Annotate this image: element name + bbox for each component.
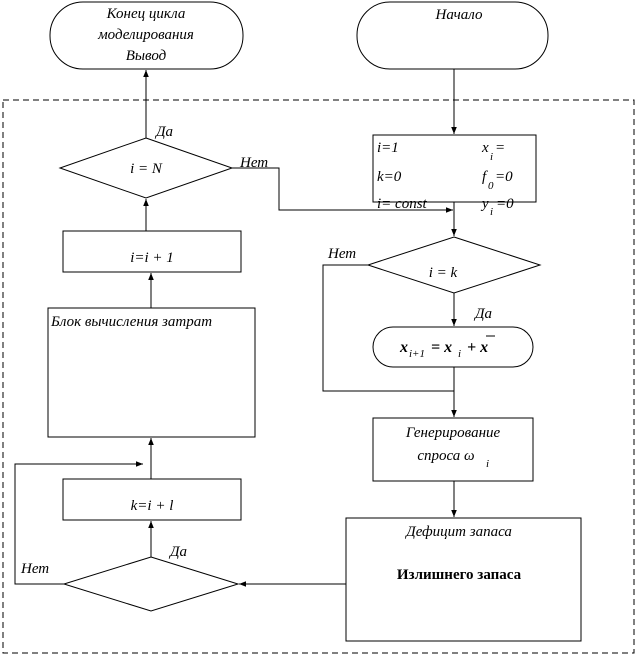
demand-line-2: спроса ω (417, 448, 474, 464)
end-terminal-line-1: Конец цикла (106, 6, 186, 22)
formula-block: x i+1 = x i + x (372, 326, 534, 368)
surplus-label: Излишнего запаса (397, 567, 522, 583)
end-terminal-line-3: Вывод (126, 48, 167, 64)
decision-i-eq-N-label: i = N (130, 161, 163, 177)
label-no-N: Нет (239, 155, 268, 171)
loop-boundary (2, 99, 635, 654)
formula-lhs: x (399, 339, 408, 356)
init-f-val: =0 (495, 169, 513, 185)
line-k-no-bypass (322, 264, 454, 392)
end-terminal: Конец цикла моделирования Вывод (49, 1, 244, 70)
deficit-block: Дефицит запаса Излишнего запаса (345, 517, 582, 642)
init-f-sub: 0 (488, 180, 494, 192)
label-no-bottom: Нет (20, 561, 49, 577)
init-x-sub: i (490, 151, 493, 163)
start-terminal: Начало (356, 1, 549, 70)
init-f: f (482, 169, 488, 185)
increment-k-block: k=i + l (62, 478, 242, 521)
init-y: y (480, 196, 489, 212)
formula-eq: = x (431, 339, 452, 356)
formula-plus: + x (467, 339, 488, 356)
cost-block: Блок вычисления затрат (47, 307, 256, 438)
init-x: x (481, 140, 489, 156)
label-no-k: Нет (327, 246, 356, 262)
cost-block-label: Блок вычисления затрат (50, 314, 212, 330)
increment-i-label: i=i + 1 (130, 250, 174, 266)
init-x-eq: = (495, 140, 505, 156)
demand-block: Генерирование спроса ω i (372, 417, 534, 482)
init-block: i=1 k=0 x i = f 0 =0 (372, 134, 537, 203)
init-i: i=1 (377, 140, 399, 156)
label-yes-N: Да (154, 124, 173, 140)
deficit-label: Дефицит запаса (404, 524, 512, 540)
decision-bottom (62, 556, 240, 612)
decision-i-eq-k: i = k (366, 236, 542, 294)
increment-k-label: k=i + l (131, 498, 174, 514)
start-terminal-label: Начало (434, 7, 483, 23)
end-terminal-line-2: моделирования (97, 27, 194, 43)
arrow-no-loop (14, 461, 143, 585)
increment-i-block: i=i + 1 (62, 230, 242, 273)
decision-i-eq-N: i = N (58, 137, 234, 199)
label-yes-k: Да (473, 306, 492, 322)
formula-rhs-sub: i (458, 348, 461, 360)
init-i-const: i= const (377, 196, 428, 212)
init-y-val: =0 (496, 196, 514, 212)
init-k: k=0 (377, 169, 402, 185)
formula-lhs-sub: i+1 (409, 348, 425, 360)
label-yes-bottom: Да (168, 544, 187, 560)
init-y-sub: i (490, 206, 493, 218)
demand-line-1: Генерирование (405, 425, 501, 441)
demand-sub: i (486, 458, 489, 470)
decision-i-eq-k-label: i = k (429, 265, 458, 281)
arrow-no-from-N (232, 167, 453, 213)
